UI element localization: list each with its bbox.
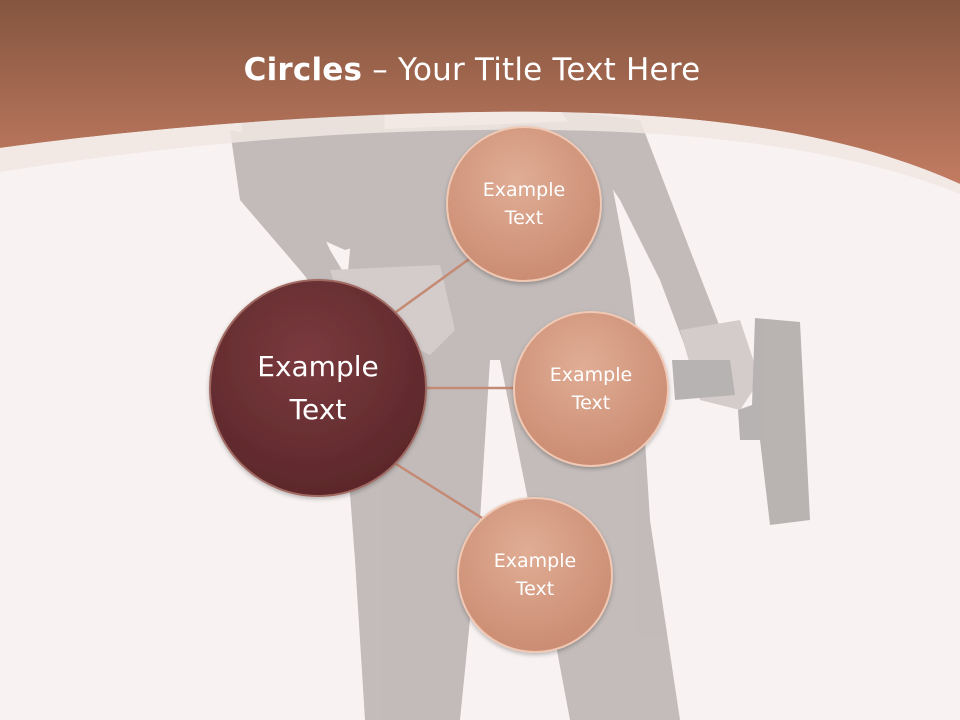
center-circle xyxy=(209,279,427,497)
slide-title: Circles – Your Title Text Here xyxy=(0,52,944,88)
satellite-label-top: Example Text xyxy=(482,178,566,230)
center-circle-label: Example Text xyxy=(257,349,379,426)
satellite-label-middle: Example Text xyxy=(549,363,633,415)
title-rest-part: – Your Title Text Here xyxy=(362,52,701,88)
satellite-label-bottom: Example Text xyxy=(493,549,577,601)
satellite-circle-bottom xyxy=(457,497,613,653)
title-bold-part: Circles xyxy=(243,52,363,88)
satellite-circle-top xyxy=(446,126,602,282)
connectors xyxy=(395,255,514,520)
satellite-circle-middle xyxy=(513,311,669,467)
header-band xyxy=(0,0,960,194)
connector-bottom xyxy=(395,462,483,520)
connector-top xyxy=(395,255,473,314)
